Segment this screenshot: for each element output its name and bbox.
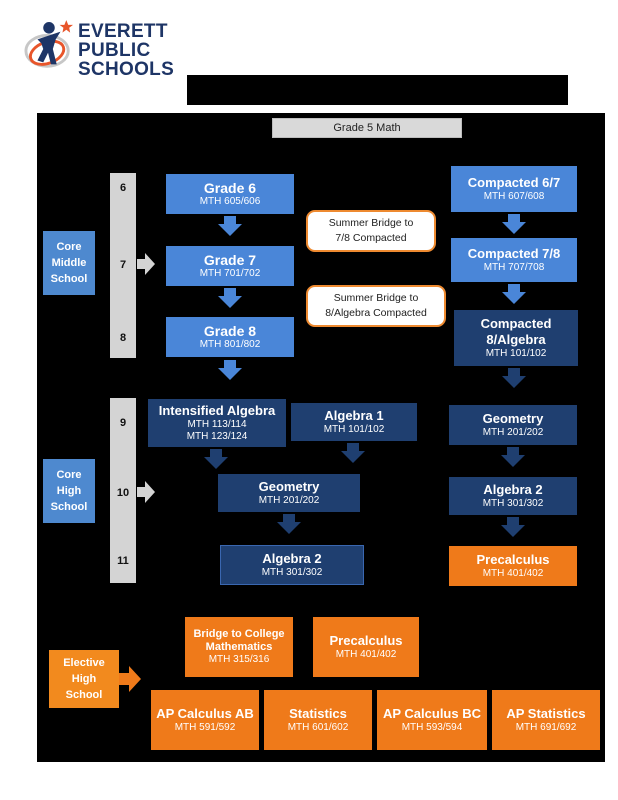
summer-bridge-8-algebra: Summer Bridge to 8/Algebra Compacted [306,285,446,327]
course-title: Algebra 2 [262,551,322,567]
grade-label-6: 6 [119,182,127,194]
course-title: Grade 8 [203,322,257,339]
course-precalculus-elective: Precalculus MTH 401/402 [313,617,419,677]
course-compacted-8-algebra: Compacted 8/Algebra MTH 101/102 [454,310,578,366]
bridge-line-1: Summer Bridge to [333,292,419,304]
core-middle-line-2: Middle [51,257,87,269]
course-title: Precalculus [329,633,403,649]
course-code: MTH 301/302 [482,497,544,509]
grade-label-7: 7 [119,259,127,271]
course-code: MTH 707/708 [483,261,545,273]
bridge-line-1: Summer Bridge to [328,217,414,229]
course-title-line-1: Compacted [480,316,552,332]
course-code: MTH 691/692 [515,721,577,733]
course-title: Intensified Algebra [158,403,276,419]
course-compacted-7-8: Compacted 7/8 MTH 707/708 [451,238,577,282]
course-code: MTH 801/802 [199,339,261,351]
core-high-school-label: Core High School [43,459,95,523]
course-title: Geometry [258,479,320,495]
elective-line-2: High [71,673,97,685]
course-ap-statistics: AP Statistics MTH 691/692 [492,690,600,750]
course-title-line-1: Bridge to College [193,627,285,640]
course-compacted-6-7: Compacted 6/7 MTH 607/608 [451,166,577,212]
core-middle-line-1: Core [56,241,82,253]
grade5-math-box: Grade 5 Math [272,118,462,138]
district-logo: EVERETT PUBLIC SCHOOLS [24,18,174,82]
course-code: MTH 301/302 [261,566,323,578]
core-middle-line-3: School [50,273,88,285]
course-code: MTH 201/202 [258,494,320,506]
course-bridge-to-college: Bridge to College Mathematics MTH 315/31… [185,617,293,677]
course-title: Grade 6 [203,179,257,196]
course-algebra-2-core: Algebra 2 MTH 301/302 [220,545,364,585]
summer-bridge-78: Summer Bridge to 7/8 Compacted [306,210,436,252]
grade-label-10: 10 [116,487,130,499]
course-code: MTH 201/202 [482,426,544,438]
grade-column-middle [110,173,136,358]
course-code: MTH 701/702 [199,268,261,280]
course-algebra-2-accelerated: Algebra 2 MTH 301/302 [449,477,577,515]
course-code: MTH 101/102 [323,423,385,435]
course-geometry-accelerated: Geometry MTH 201/202 [449,405,577,445]
bridge-line-2: 7/8 Compacted [335,232,407,244]
course-title: Compacted 6/7 [467,175,561,191]
core-high-line-1: Core [56,469,82,481]
grade-label-9: 9 [119,417,127,429]
course-statistics: Statistics MTH 601/602 [264,690,372,750]
course-title: Geometry [482,411,544,427]
elective-line-3: School [65,689,103,701]
course-intensified-algebra: Intensified Algebra MTH 113/114 MTH 123/… [148,399,286,447]
elective-high-school-label: Elective High School [49,650,119,708]
core-high-line-3: School [50,501,88,513]
course-title: Compacted 7/8 [467,246,561,262]
course-code: MTH 607/608 [483,190,545,202]
course-code: MTH 401/402 [482,567,544,579]
core-middle-school-label: Core Middle School [43,231,95,295]
course-title: Algebra 2 [483,482,543,498]
course-grade-6: Grade 6 MTH 605/606 [166,174,294,214]
course-code: MTH 315/316 [208,654,270,666]
course-grade-7: Grade 7 MTH 701/702 [166,246,294,286]
course-code: MTH 591/592 [174,721,236,733]
core-high-line-2: High [56,485,82,497]
grade-label-8: 8 [119,332,127,344]
course-title: AP Statistics [506,706,586,722]
course-code: MTH 593/594 [401,721,463,733]
elective-line-1: Elective [63,657,105,669]
course-code: MTH 401/402 [335,648,397,660]
course-title: Precalculus [476,552,550,568]
logo-line-2: PUBLIC [78,40,151,61]
logo-figure-icon [24,20,74,68]
course-code: MTH 601/602 [287,721,349,733]
course-precalculus-accelerated: Precalculus MTH 401/402 [449,546,577,586]
course-code-1: MTH 113/114 [187,418,247,430]
course-algebra-1: Algebra 1 MTH 101/102 [291,403,417,441]
title-bar [187,75,568,105]
logo-line-1: EVERETT [78,21,168,42]
course-code: MTH 101/102 [485,347,547,359]
course-title: AP Calculus AB [156,706,254,722]
course-grade-8: Grade 8 MTH 801/802 [166,317,294,357]
course-title: Statistics [289,706,347,722]
grade-column-high [110,398,136,583]
course-title: AP Calculus BC [382,706,481,722]
logo-line-3: SCHOOLS [78,59,175,80]
course-code-2: MTH 123/124 [186,430,248,442]
course-ap-calculus-ab: AP Calculus AB MTH 591/592 [151,690,259,750]
course-title-line-2: Mathematics [205,641,273,653]
course-title-line-2: 8/Algebra [486,332,546,347]
course-geometry-core: Geometry MTH 201/202 [218,474,360,512]
bridge-line-2: 8/Algebra Compacted [325,307,427,319]
course-ap-calculus-bc: AP Calculus BC MTH 593/594 [377,690,487,750]
course-title: Grade 7 [203,251,257,268]
grade-label-11: 11 [117,555,129,567]
course-title: Algebra 1 [324,408,384,424]
course-code: MTH 605/606 [199,196,261,208]
